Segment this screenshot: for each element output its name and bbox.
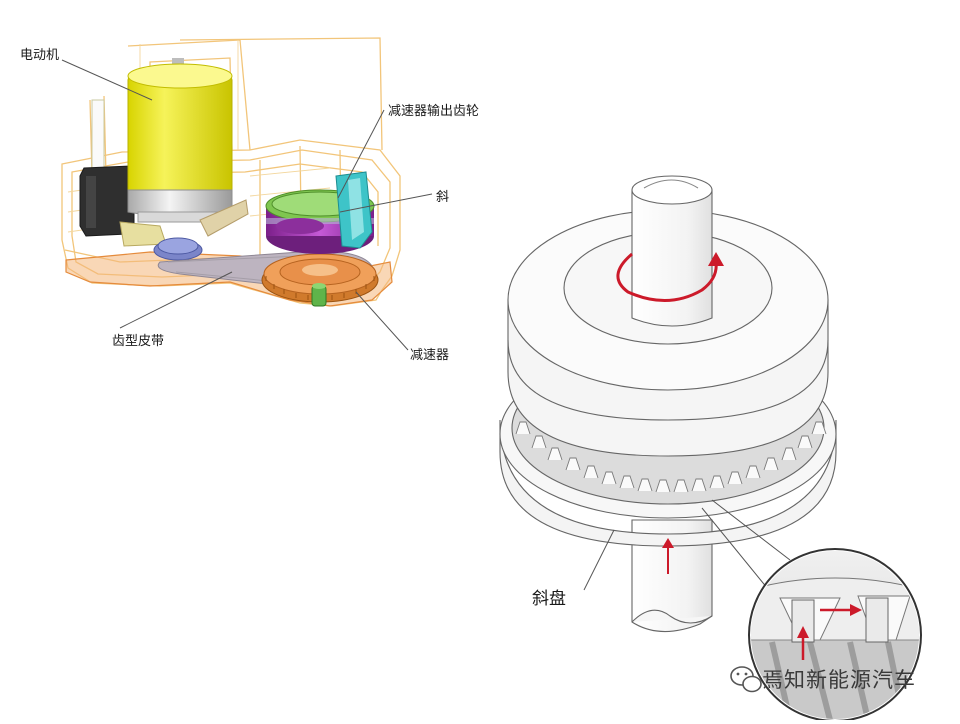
label-motor: 电动机 xyxy=(20,48,60,63)
label-gearbox: 减速器 xyxy=(410,348,450,363)
watermark: 焉知新能源汽车 xyxy=(762,664,916,694)
label-swash: 斜 xyxy=(436,190,450,205)
leader-lines-right xyxy=(583,499,791,595)
detail-inset xyxy=(748,548,922,722)
watermark-text: 焉知新能源汽车 xyxy=(762,668,916,692)
motor xyxy=(127,58,233,223)
label-swash-plate: 斜盘 xyxy=(532,589,566,609)
label-toothed-belt: 齿型皮带 xyxy=(112,334,165,349)
reducer-gear xyxy=(261,253,379,307)
leader-lines-left xyxy=(61,59,433,351)
actuator-illustration xyxy=(61,37,401,307)
wechat-icon xyxy=(730,666,762,693)
push-arrow xyxy=(662,538,674,574)
label-gearbox-output-gear: 减速器输出齿轮 xyxy=(388,104,480,119)
swash-plate-illustration xyxy=(499,175,837,633)
gear-teeth xyxy=(515,421,827,493)
rotation-arrow xyxy=(616,252,724,302)
